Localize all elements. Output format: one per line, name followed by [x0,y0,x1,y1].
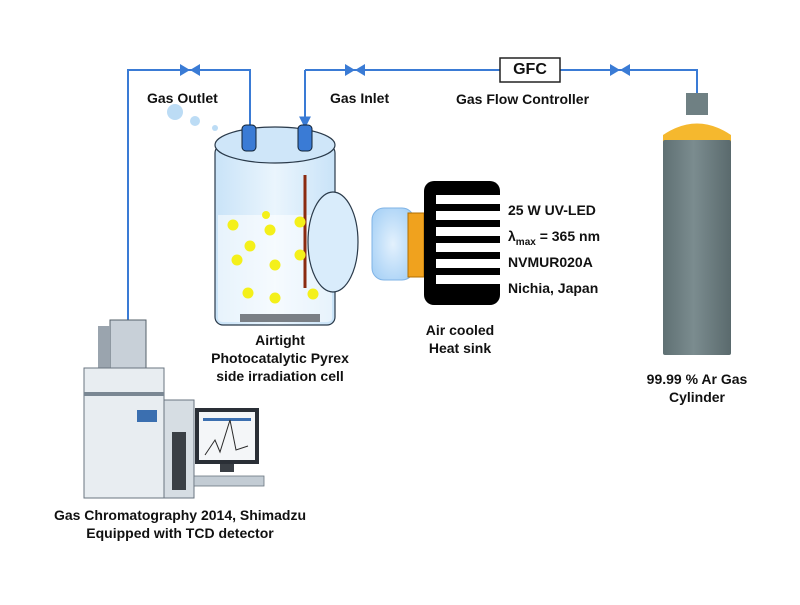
heat-sink-line-2: Heat sink [428,340,492,356]
inlet-line [560,69,698,93]
outlet-port [241,124,257,152]
inlet-port [297,124,313,152]
gfc-label: GFC [513,61,547,78]
cylinder-line-2: Cylinder [668,389,725,405]
valve-icon[interactable] [180,64,200,76]
heat-sink-line-1: Air cooled [425,322,495,338]
cell-line-2: Photocatalytic Pyrex [211,350,349,366]
gas-inlet-label: Gas Inlet [330,90,390,106]
gfc-box[interactable] [499,57,561,83]
cylinder-label: 99.99 % Ar Gas Cylinder [622,370,772,406]
lambda-value: = 365 nm [535,228,601,244]
heat-sink-label: Air cooled Heat sink [410,321,510,357]
cylinder-line-1: 99.99 % Ar Gas [646,371,748,387]
led-model-label: NVMUR020A [508,254,593,270]
gc-line-2: Equipped with TCD detector [86,525,274,541]
cell-line-1: Airtight [255,332,305,348]
lambda-subscript: max [515,236,536,248]
led-wavelength-label: λmax = 365 nm [508,227,600,252]
valve-icon[interactable] [610,64,630,76]
gas-cylinder [663,93,731,355]
gc-line-1: Gas Chromatography 2014, Shimadzu [53,507,307,523]
bubbles-icon [167,104,218,131]
uv-led-lamp [371,181,508,305]
gas-chromatograph [83,319,195,499]
lambda-symbol: λ [508,228,516,244]
computer-monitor [193,408,265,487]
gc-label: Gas Chromatography 2014, Shimadzu Equipp… [30,506,330,542]
gas-lines [122,69,698,348]
led-power-label: 25 W UV-LED [508,202,596,218]
valve-icon[interactable] [345,64,365,76]
cell-line-3: side irradiation cell [216,368,344,384]
gas-outlet-label: Gas Outlet [147,90,218,106]
photocatalyst-particles [227,211,319,304]
led-maker-label: Nichia, Japan [508,280,599,296]
gas-flow-controller-label: Gas Flow Controller [456,91,590,107]
cell-label: Airtight Photocatalytic Pyrex side irrad… [190,331,370,385]
